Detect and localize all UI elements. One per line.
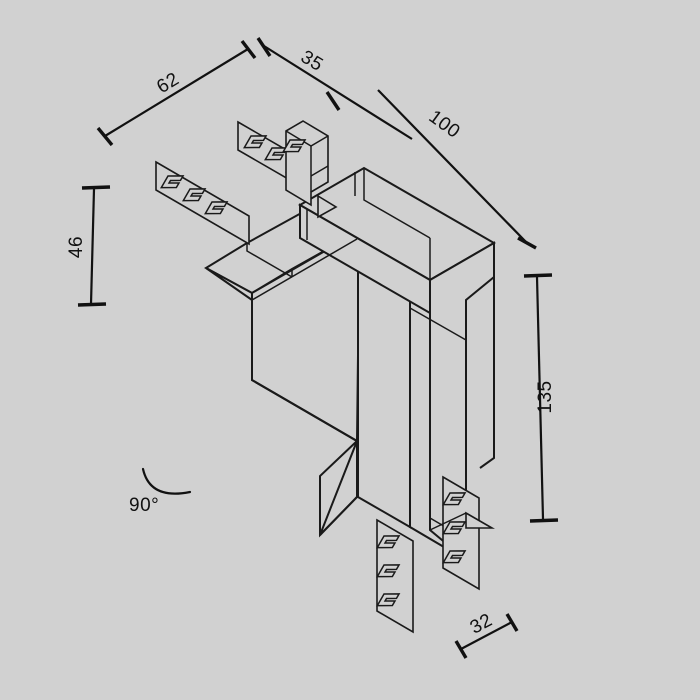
upper-left-arm-lower-plate (155, 160, 250, 246)
dimension-100-line (377, 89, 528, 244)
lower-left-mounting-arm (376, 518, 414, 634)
center-column-notch (409, 307, 467, 341)
dimension-35: 35 (256, 37, 413, 140)
left-tail-face (319, 438, 358, 538)
left-face-reveal-2 (246, 243, 293, 278)
left-face-reveal-1 (251, 238, 358, 301)
dimension-46-tick-bottom (77, 302, 107, 307)
dimension-35-line (263, 45, 413, 140)
dimension-32-tick-end (505, 613, 519, 632)
dimension-35-tick-start (256, 37, 272, 57)
lower-wedge (465, 511, 495, 529)
dimension-135-tick-top (523, 273, 553, 278)
dimension-135-tick-bottom (529, 518, 559, 523)
dimension-62: 62 (96, 39, 257, 147)
dimension-35-tick-mid (325, 91, 341, 111)
angle-label: 90° (129, 495, 159, 516)
dimension-46-line (89, 188, 96, 305)
dimension-32-line (460, 621, 513, 650)
lower-right-mounting-arm (442, 475, 480, 591)
dimension-32-tick-start (454, 640, 468, 659)
dimension-100-label: 100 (425, 106, 464, 143)
dimension-46-tick-top (81, 185, 111, 190)
dimension-32-label: 32 (467, 610, 496, 639)
dimension-46: 46 (66, 185, 111, 307)
beam-back-reveal (363, 168, 431, 239)
center-wedge-clip (317, 194, 338, 219)
dimension-135-label: 135 (535, 380, 556, 413)
dimension-62-line (104, 48, 249, 137)
dimension-135: 135 (523, 273, 559, 523)
lower-wedge-clip (429, 511, 495, 531)
dimension-46-label: 46 (66, 236, 87, 258)
lower-wedge-edge (429, 512, 467, 531)
upper-left-arm-lower (155, 160, 250, 246)
dimension-32: 32 (454, 610, 519, 659)
angle-annotation-90: 90° (129, 467, 192, 516)
top-center-clip-step (310, 165, 329, 177)
dimension-100-tick-end (517, 236, 537, 250)
dimension-62-tick-end (240, 39, 257, 60)
dimension-62-label: 62 (153, 69, 183, 98)
center-wedge (317, 194, 338, 219)
top-center-clip (282, 120, 329, 207)
dimension-35-label: 35 (297, 47, 327, 76)
angle-arc (141, 467, 192, 495)
right-slab-lower-edge (479, 277, 495, 469)
dimension-62-tick-start (96, 126, 114, 147)
dimension-135-line (535, 276, 545, 520)
